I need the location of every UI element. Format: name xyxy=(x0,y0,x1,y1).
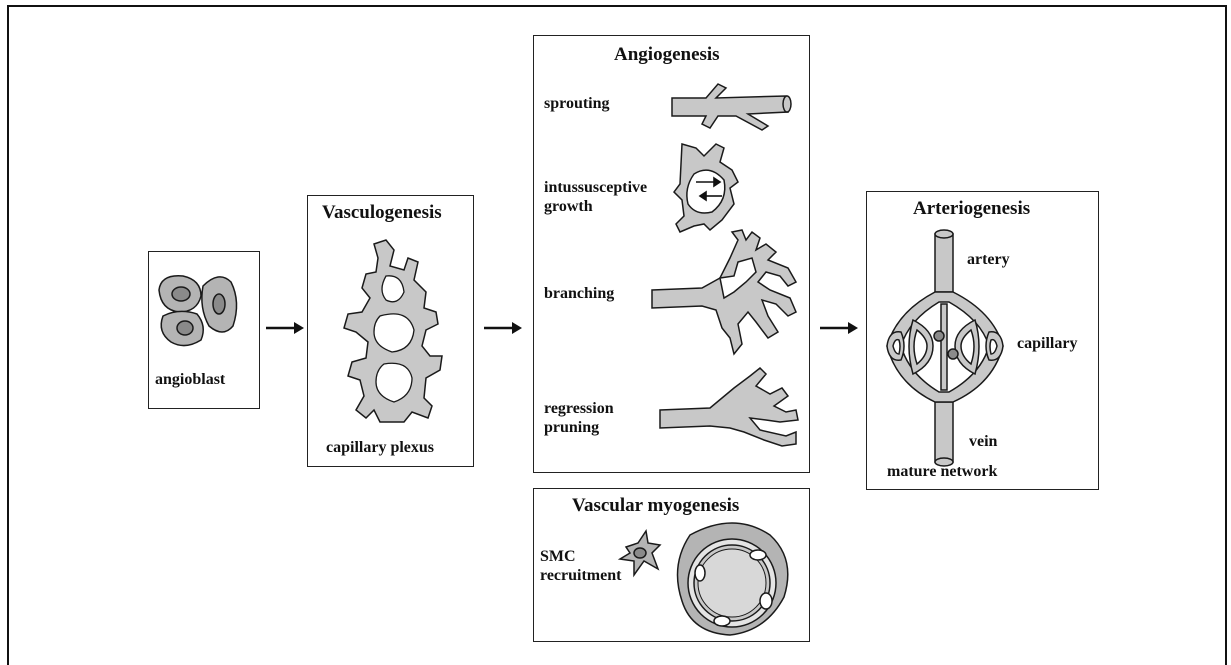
angioblast-label: angioblast xyxy=(155,370,225,389)
vein-label: vein xyxy=(969,432,997,451)
arrow-1 xyxy=(264,318,304,338)
mature-network-label: mature network xyxy=(887,462,997,481)
vascular-myogenesis-panel: Vascular myogenesis SMC recruitment xyxy=(533,488,810,642)
branching-label: branching xyxy=(544,284,614,303)
angioblast-panel: angioblast xyxy=(148,251,260,409)
arrow-2 xyxy=(482,318,522,338)
artery-label: artery xyxy=(967,250,1010,269)
regression-label-line1: regression xyxy=(544,399,614,418)
capillary-plexus-drawing xyxy=(308,196,475,468)
arteriogenesis-panel: Arteriogenesis xyxy=(866,191,1099,490)
capillary-label: capillary xyxy=(1017,334,1077,353)
intussusceptive-label-line1: intussusceptive xyxy=(544,178,647,197)
capillary-plexus-label: capillary plexus xyxy=(326,438,434,457)
arrow-3 xyxy=(818,318,858,338)
myogenesis-drawings xyxy=(534,489,811,643)
intussusceptive-label-line2: growth xyxy=(544,197,593,216)
angiogenesis-panel: Angiogenesis sprouting intussusceptive g… xyxy=(533,35,810,473)
regression-label-line2: pruning xyxy=(544,418,599,437)
vasculogenesis-panel: Vasculogenesis capillary plexus xyxy=(307,195,474,467)
